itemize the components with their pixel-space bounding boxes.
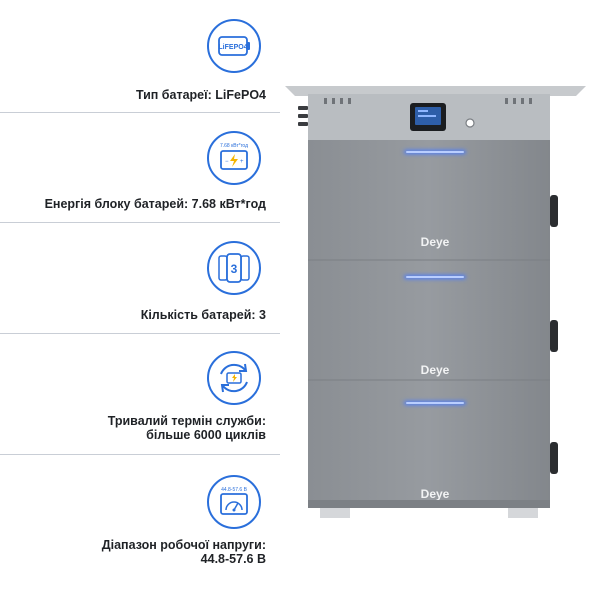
- battery-product-image: Deye Deye Deye: [285, 86, 586, 518]
- label-line: Тривалий термін служби:: [107, 414, 266, 428]
- cycle-life-icon: [207, 351, 261, 405]
- icon-text: LiFEPO4: [218, 44, 247, 51]
- battery-module-3: [308, 380, 550, 500]
- icon-text: 7.68 кВт*год: [220, 143, 248, 149]
- foot: [320, 508, 350, 518]
- icon-text: 3: [231, 262, 238, 276]
- label-line: 44.8-57.6 В: [200, 552, 266, 566]
- divider: [0, 112, 280, 113]
- spec-label: Кількість батарей: 3: [140, 308, 266, 322]
- led-indicator: [404, 401, 466, 405]
- icon-text: 44.8-57.6 В: [221, 487, 248, 493]
- battery-energy-icon: 7.68 кВт*год − +: [207, 131, 261, 185]
- label-line: Діапазон робочої напруги:: [101, 538, 266, 552]
- brand-logo: Deye: [421, 363, 450, 377]
- power-button-icon: [465, 118, 475, 128]
- svg-text:−: −: [225, 159, 229, 165]
- brand-logo: Deye: [421, 487, 450, 501]
- divider: [0, 222, 280, 223]
- lid: [285, 86, 586, 96]
- side-handles: [550, 195, 558, 474]
- side-vents: [298, 106, 308, 126]
- foot: [508, 508, 538, 518]
- divider: [0, 454, 280, 455]
- battery-module-1: [308, 140, 550, 260]
- battery-module-2: [308, 260, 550, 380]
- led-indicator: [404, 150, 466, 154]
- battery-count-icon: 3: [207, 241, 261, 295]
- spec-label: Діапазон робочої напруги: 44.8-57.6 В: [0, 538, 266, 566]
- spec-label: Енергія блоку батарей: 7.68 кВт*год: [44, 197, 266, 211]
- spec-label: Тип батареї: LiFePO4: [135, 88, 266, 102]
- svg-text:+: +: [240, 159, 244, 165]
- base: [308, 500, 550, 508]
- voltage-range-icon: 44.8-57.6 В: [207, 475, 261, 529]
- lifepo4-cell-icon: LiFEPO4: [207, 19, 261, 73]
- brand-logo: Deye: [421, 235, 450, 249]
- label-line: більше 6000 циклів: [146, 428, 266, 442]
- spec-label: Тривалий термін служби: більше 6000 цикл…: [0, 414, 266, 442]
- divider: [0, 333, 280, 334]
- led-indicator: [404, 275, 466, 279]
